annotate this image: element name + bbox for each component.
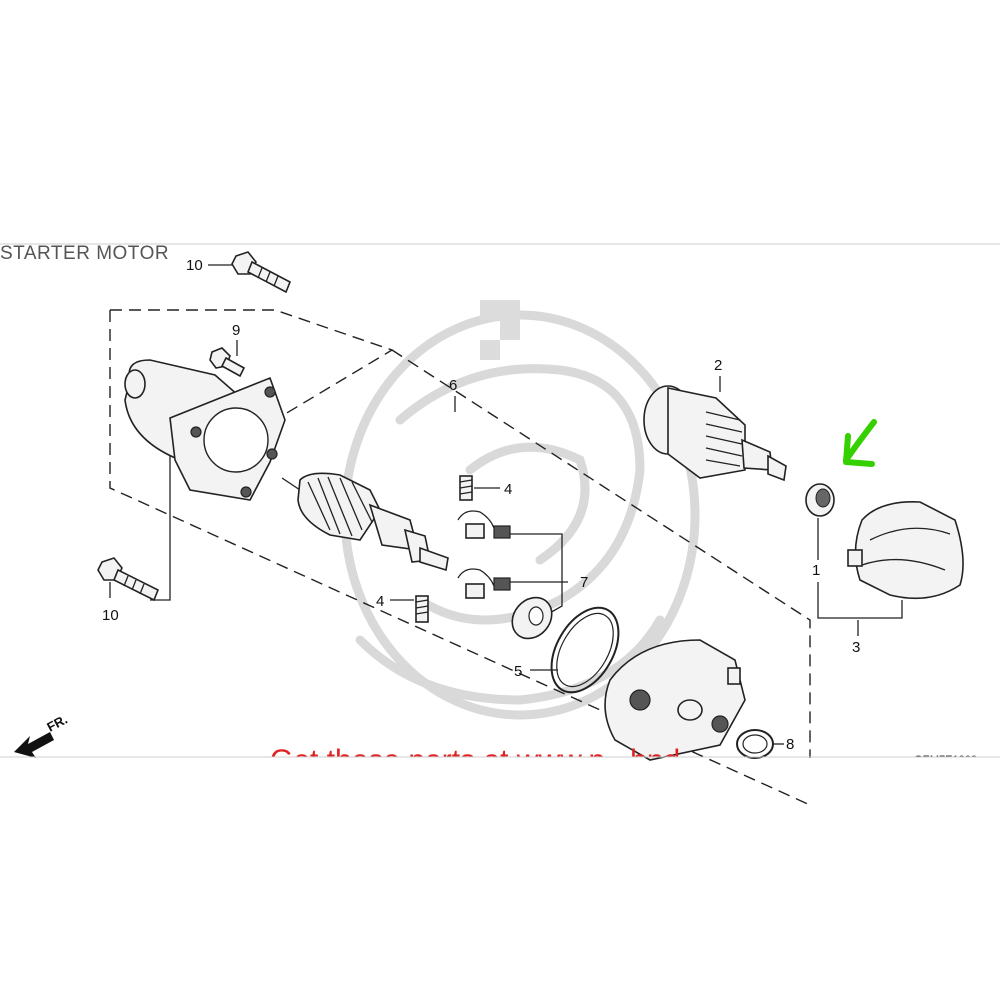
spring-4-upper xyxy=(459,475,473,501)
armature xyxy=(281,472,449,572)
motor-case xyxy=(124,359,286,501)
callout-10-bottom: 10 xyxy=(102,607,119,624)
caption-clip-group: Get these parts at www.p...bnd xyxy=(270,744,680,777)
diagram-code: GEM7E1000 xyxy=(914,754,977,766)
callout-7: 7 xyxy=(580,574,588,591)
brush-set xyxy=(457,510,568,615)
bolt-10-top xyxy=(231,251,292,294)
front-label: FR. xyxy=(44,712,70,735)
callout-2: 2 xyxy=(714,357,722,374)
front-arrow-icon xyxy=(14,732,54,758)
bearing xyxy=(511,596,553,640)
nose-cover xyxy=(847,501,964,600)
drive-gear xyxy=(643,385,787,482)
highlight-arrow xyxy=(843,419,877,467)
bolt-9 xyxy=(209,347,246,378)
callout-10-top: 10 xyxy=(186,257,203,274)
bushing-1 xyxy=(805,483,835,517)
spring-4-lower xyxy=(415,595,429,623)
o-ring-5 xyxy=(550,606,620,694)
bolt-10-bottom xyxy=(97,557,160,602)
callout-9: 9 xyxy=(232,322,240,339)
callout-4-lower: 4 xyxy=(376,593,384,610)
callout-8: 8 xyxy=(786,736,794,753)
caption-text: Get these parts at www.p...bnd xyxy=(270,744,680,777)
gasket-8 xyxy=(736,729,774,759)
end-housing xyxy=(604,639,746,761)
callout-3: 3 xyxy=(852,639,860,656)
diagram-title: STARTER MOTOR xyxy=(0,243,169,264)
callout-5: 5 xyxy=(514,663,522,680)
callout-6: 6 xyxy=(449,377,457,394)
callout-4-upper: 4 xyxy=(504,481,512,498)
callout-1: 1 xyxy=(812,562,820,579)
